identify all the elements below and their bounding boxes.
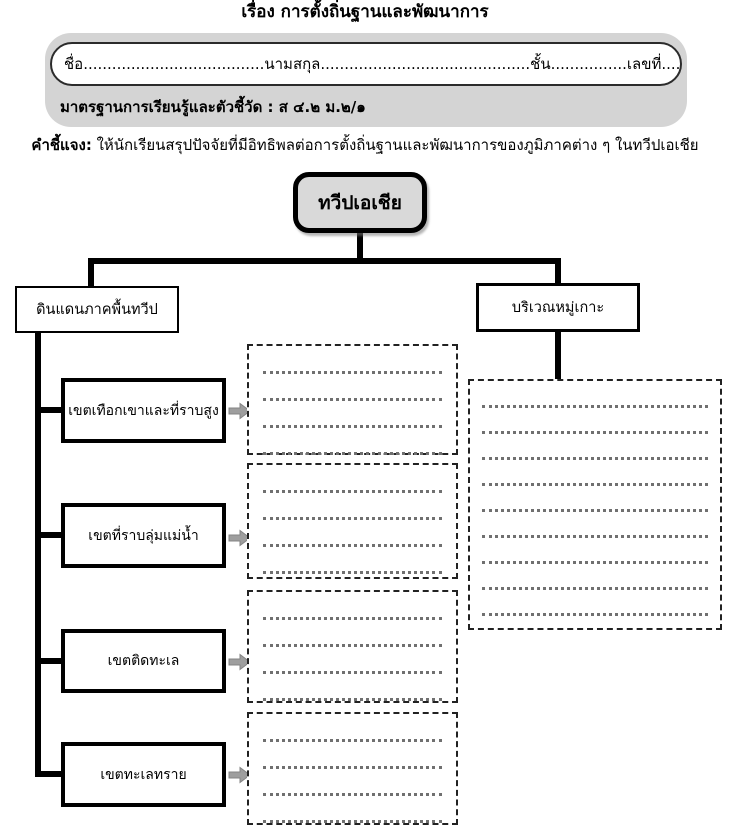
page-title: เรื่อง การตั้งถิ่นฐานและพัฒนาการ [241,2,489,22]
left-trunk-line [35,333,41,777]
name-line-text: ชื่อ....................................… [64,55,682,73]
writing-line [263,715,442,742]
connector-line-3 [35,658,61,664]
writing-line [263,742,442,769]
writing-line [263,674,442,701]
writing-line [482,408,708,434]
writing-line [263,466,442,493]
instruction-label: คำชี้แจง: [31,136,92,154]
writing-line [482,460,708,486]
connector-line-2 [35,532,61,538]
connector-line-1 [35,407,61,413]
writing-line [482,486,708,512]
writing-line [263,769,442,796]
instruction-text: ให้นักเรียนสรุปปัจจัยที่มีอิทธิพลต่อการต… [91,136,699,154]
standards-line: มาตรฐานการเรียนรู้และตัวชี้วัด : ส ๔.๒ ม… [60,98,366,116]
writing-line [263,347,442,374]
block-arrow-icon-1 [228,402,251,420]
block-arrow-icon-4 [228,766,251,784]
answer-box-river-plains [247,463,458,579]
block-arrow-icon-3 [228,653,251,671]
answer-box-mountains [247,344,458,455]
student-info-panel: ชื่อ....................................… [45,33,687,127]
root-node-asia: ทวีปเอเชีย [293,172,427,233]
answer-box-coastal [247,590,458,703]
writing-line [263,593,442,620]
branch-horizontal-line [88,258,561,264]
writing-line [482,538,708,564]
writing-line [263,493,442,520]
writing-line [263,374,442,401]
writing-line [263,647,442,674]
right-drop-line [555,258,561,285]
subtopic-node-river-plains: เขตที่ราบลุ่มแม่น้ำ [61,503,226,568]
subtopic-node-mountains: เขตเทือกเขาและที่ราบสูง [61,378,226,443]
branch-node-islands: บริเวณหมู่เกาะ [476,283,640,332]
writing-line [482,564,708,590]
connector-line-4 [35,771,61,777]
writing-line [263,401,442,428]
subtopic-node-desert: เขตทะเลทราย [61,742,226,807]
answer-box-islands [468,379,722,630]
left-drop-line [88,258,94,288]
answer-box-desert [247,712,458,825]
student-name-line: ชื่อ....................................… [50,42,682,86]
islands-link-line [555,330,561,380]
subtopic-node-coastal: เขตติดทะเล [61,629,226,693]
writing-line [263,796,442,823]
writing-line [482,434,708,460]
branch-node-mainland: ดินแดนภาคพื้นทวีป [15,286,179,333]
writing-line [482,382,708,408]
writing-line [263,520,442,547]
writing-line [263,547,442,574]
writing-line [263,428,442,455]
block-arrow-icon-2 [228,529,251,547]
writing-line [482,590,708,616]
instruction-line: คำชี้แจง: ให้นักเรียนสรุปปัจจัยที่มีอิทธ… [0,133,730,157]
root-stub-line [357,232,363,260]
writing-line [263,620,442,647]
writing-line [482,512,708,538]
